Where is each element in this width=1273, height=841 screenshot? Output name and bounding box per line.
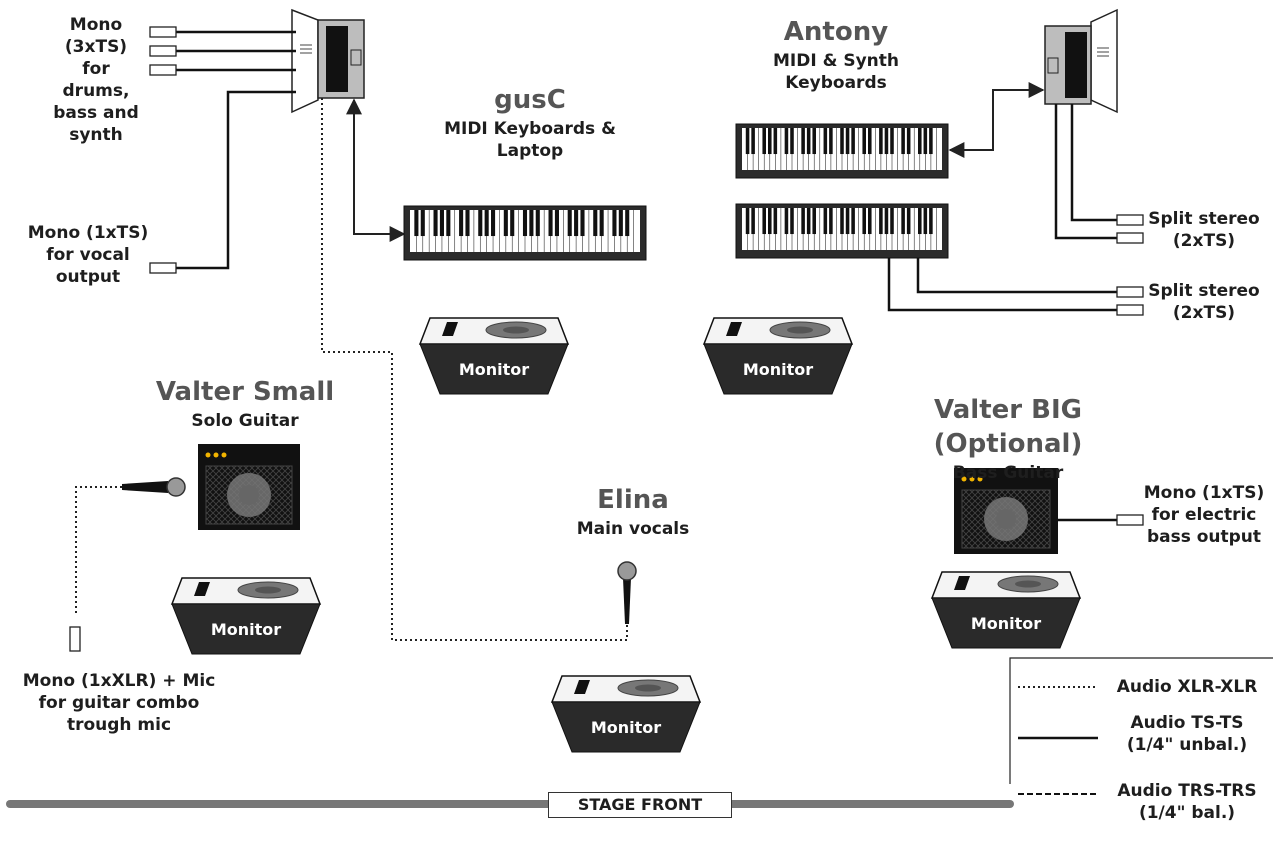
keyboard-gusc xyxy=(403,205,647,261)
legend-item-ts: Audio TS-TS (1/4" unbal.) xyxy=(1126,713,1248,756)
cables-3xts xyxy=(176,30,296,270)
monitor-label: Monitor xyxy=(743,360,813,379)
label-split-stereo-2: Split stereo (2xTS) xyxy=(1148,281,1260,324)
monitor-label: Monitor xyxy=(211,620,281,639)
member-valter-small: Valter Small Solo Guitar xyxy=(155,377,335,431)
keyboard-antony-top xyxy=(735,123,949,179)
midi-link-antony xyxy=(948,82,1045,158)
stage-front-label: STAGE FRONT xyxy=(548,792,732,818)
legend-item-trs: Audio TRS-TRS (1/4" bal.) xyxy=(1117,781,1257,824)
monitor-label: Monitor xyxy=(459,360,529,379)
monitor-elina: Monitor xyxy=(550,675,702,753)
label-mono-guitar: Mono (1xXLR) + Mic for guitar combo trou… xyxy=(22,671,216,736)
ts-plugs-right xyxy=(1116,214,1144,316)
guitar-mic-icon xyxy=(122,477,186,497)
monitor-valter-big: Monitor xyxy=(930,571,1082,649)
monitor-gusc: Monitor xyxy=(418,317,570,395)
member-elina: Elina Main vocals xyxy=(576,485,690,539)
member-antony: Antony MIDI & Synth Keyboards xyxy=(773,17,899,93)
label-mono-3xts: Mono (3xTS) for drums, bass and synth xyxy=(53,15,139,146)
xlr-cable-guitar-mic xyxy=(75,486,122,614)
monitor-label: Monitor xyxy=(971,614,1041,633)
bass-output-plug xyxy=(1116,514,1144,526)
vocal-mic-icon xyxy=(617,561,637,624)
ts-plugs-left xyxy=(149,26,177,274)
monitor-antony: Monitor xyxy=(702,317,854,395)
label-split-stereo-1: Split stereo (2xTS) xyxy=(1148,209,1260,252)
keyboard-antony-bottom xyxy=(735,203,949,259)
monitor-valter-small: Monitor xyxy=(170,577,322,655)
audio-interface-right xyxy=(1044,8,1118,114)
bass-amp xyxy=(954,468,1058,554)
member-gusc: gusC MIDI Keyboards & Laptop xyxy=(444,85,616,161)
guitar-amp-small xyxy=(198,444,300,530)
member-valter-big: Valter BIG (Optional) Bass Guitar xyxy=(933,395,1083,483)
label-mono-vocal: Mono (1xTS) for vocal output xyxy=(27,223,149,288)
legend-box xyxy=(1009,657,1273,795)
audio-interface-left xyxy=(291,8,365,114)
label-mono-bass: Mono (1xTS) for electric bass output xyxy=(1143,483,1265,548)
xlr-plug-guitar xyxy=(69,626,81,652)
midi-link-gusc xyxy=(346,98,406,242)
legend-item-xlr: Audio XLR-XLR xyxy=(1116,677,1258,697)
xlr-cable-vocal xyxy=(321,98,628,641)
monitor-label: Monitor xyxy=(591,718,661,737)
cables-split-stereo xyxy=(887,104,1117,312)
